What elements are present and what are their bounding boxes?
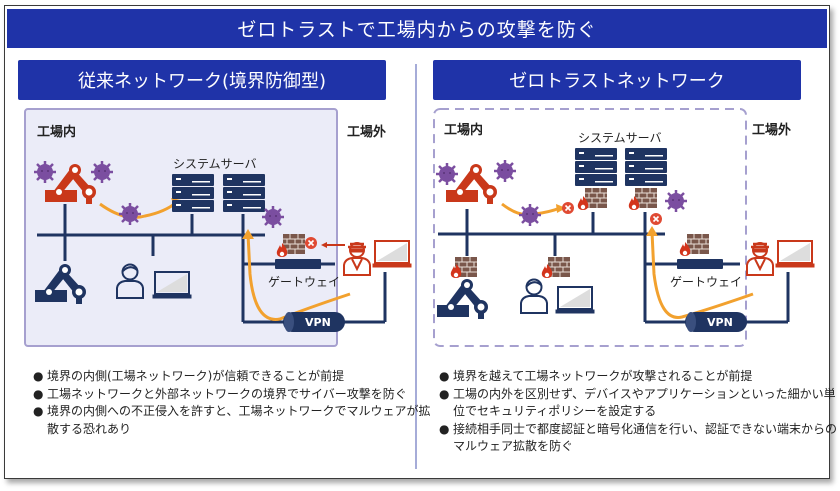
vpn-tunnel-icon [685, 312, 747, 332]
malware-spread-arrow [99, 200, 178, 219]
label-gateway: ゲートウェイ [268, 275, 340, 289]
malware-icon [434, 161, 460, 187]
bullet-item: ●境界の内側(工場ネットワーク)が信頼できることが前提 [33, 369, 345, 383]
main-title: ゼロトラストで工場内からの攻撃を防ぐ [7, 9, 827, 48]
vpn-intrusion-arrow [246, 233, 351, 321]
label-vpn: VPN [305, 316, 331, 329]
attacker-laptop-icon [372, 240, 412, 268]
label-factory-outside: 工場外 [347, 124, 386, 140]
attacker-icon [745, 241, 775, 277]
laptop-icon [555, 286, 595, 314]
firewall-icon [584, 187, 608, 209]
label-factory-outside: 工場外 [752, 122, 791, 138]
blocked-x-icon [649, 212, 663, 226]
gateway-device-icon [677, 259, 723, 269]
server-icon [625, 148, 667, 186]
label-system-server: システムサーバ [578, 131, 662, 145]
robot-arm-icon [437, 279, 488, 319]
attacker-laptop-icon [775, 240, 815, 268]
label-system-server: システムサーバ [173, 157, 257, 171]
server-icon [172, 174, 214, 212]
heading-traditional-network: 従来ネットワーク(境界防御型) [18, 60, 386, 100]
malware-icon [32, 159, 58, 185]
label-factory-inside: 工場内 [444, 122, 483, 138]
malware-icon [517, 202, 543, 228]
gateway-device-icon [275, 259, 321, 269]
traditional-network-diagram: 工場内 工場外 システムサーバ [5, 104, 415, 349]
malware-icon [663, 188, 689, 214]
blocked-x-icon [304, 236, 318, 250]
arrow-head-icon [242, 229, 254, 239]
column-divider [415, 64, 417, 469]
zero-trust-network-diagram: 工場内 工場外 システムサーバ [420, 104, 830, 349]
bullet-item: ●境界の内側への不正侵入を許すと、工場ネットワークでマルウェアが拡散する恐れあり [33, 404, 431, 436]
vpn-intrusion-arrow [650, 231, 754, 319]
label-factory-inside: 工場内 [37, 124, 76, 140]
bullet-item: ●接続相手同士で都度認証と暗号化通信を行い、認証できない端末からのマルウェア拡散… [439, 421, 838, 454]
blocked-x-icon [561, 201, 575, 215]
server-icon [575, 148, 617, 186]
infographic-frame: ゼロトラストで工場内からの攻撃を防ぐ 従来ネットワーク(境界防御型) ゼロトラス… [4, 5, 837, 479]
malware-icon [260, 204, 286, 230]
zero-trust-points: ●境界を越えて工場ネットワークが攻撃されることが前提 ●工場の内外を区別せず、デ… [439, 368, 839, 456]
bullet-item: ●工場の内外を区別せず、デバイスやアプリケーションといった細かい単位でセキュリテ… [439, 386, 836, 419]
firewall-icon [686, 233, 710, 255]
vpn-tunnel-icon [283, 312, 345, 332]
bullet-item: ●工場ネットワークと外部ネットワークの境界でサイバー攻撃を防ぐ [33, 386, 407, 401]
user-icon [520, 278, 548, 314]
heading-zero-trust-network: ゼロトラストネットワーク [433, 60, 801, 100]
server-icon [223, 174, 265, 212]
label-gateway: ゲートウェイ [670, 275, 742, 289]
network-lines [438, 209, 790, 324]
bullet-item: ●境界を越えて工場ネットワークが攻撃されることが前提 [439, 369, 753, 383]
attacker-icon [342, 241, 372, 277]
factory-boundary-dashed [433, 108, 747, 347]
malware-icon [89, 159, 115, 185]
factory-inside-zone [24, 108, 338, 347]
malware-icon [492, 158, 518, 184]
malware-icon [117, 201, 143, 227]
traditional-network-points: ●境界の内側(工場ネットワーク)が信頼できることが前提 ●工場ネットワークと外部… [33, 368, 433, 438]
label-vpn: VPN [707, 316, 733, 329]
